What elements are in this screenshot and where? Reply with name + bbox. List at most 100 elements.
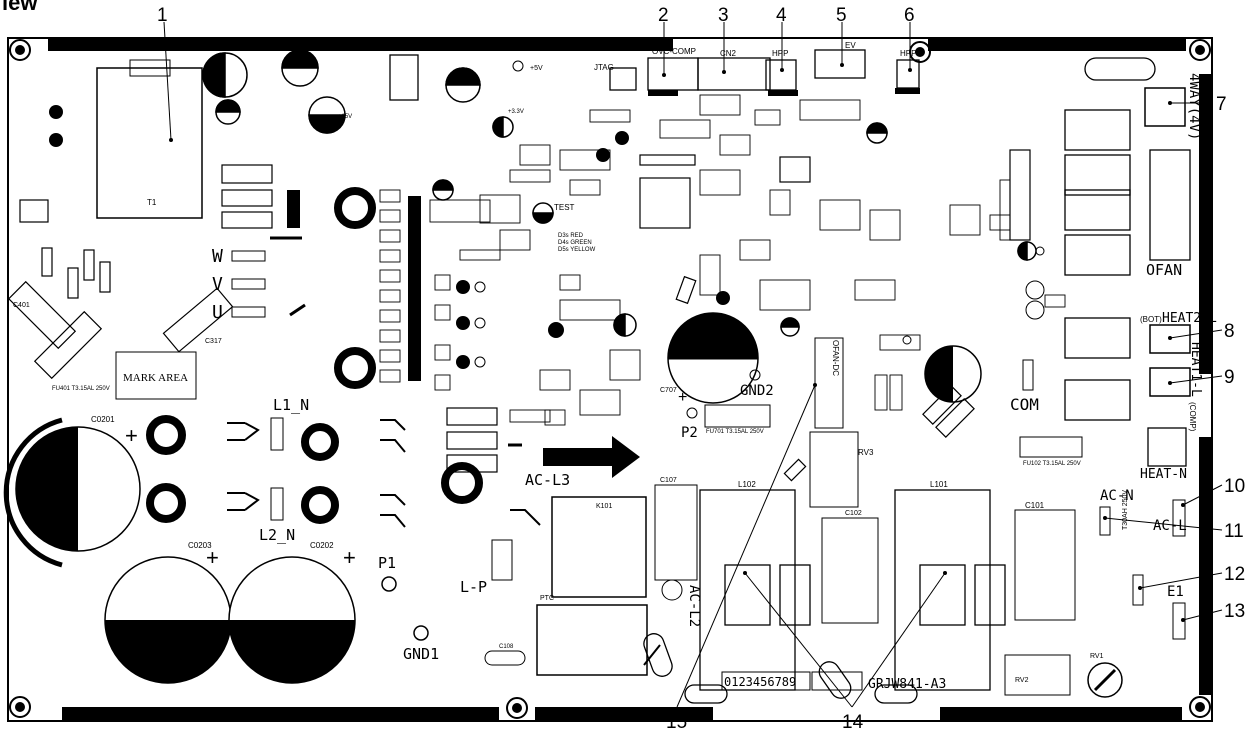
ac-l2-label: AC-L2: [686, 585, 702, 627]
bottom-bar-right: [940, 707, 1182, 720]
v-label: V: [212, 274, 223, 295]
fuse-label: T30AH 250V: [1122, 490, 1129, 530]
gnd2-label: GND2: [740, 383, 774, 399]
ovals: [643, 633, 918, 704]
callout-15: 15: [666, 712, 687, 733]
heat-n-label: HEAT-N: [1140, 467, 1187, 482]
k101-label: K101: [596, 503, 612, 510]
cap-c102: [821, 517, 879, 624]
fourway-label: 4WAY(4V): [1186, 73, 1202, 140]
left-resistors: [19, 199, 111, 299]
rv2-label: RV2: [1015, 677, 1029, 684]
c0520-cap: [924, 345, 982, 403]
l101-label: L101: [930, 480, 948, 489]
w-label: W: [212, 246, 223, 267]
plus15-label: +15V: [338, 114, 352, 120]
top-electrolytics: [202, 49, 1037, 337]
ev-label: EV: [845, 41, 856, 50]
ptc-label: PTC: [540, 595, 554, 602]
small-caps: [49, 105, 730, 369]
ofan-label: OFAN: [1146, 261, 1182, 279]
e1-label: E1: [1167, 584, 1184, 600]
ovc-comp-label: OVC-COMP: [652, 47, 696, 56]
callout-leaders: [163, 21, 1223, 708]
c0202-cap: [228, 556, 356, 684]
cn2-label: CN2: [720, 49, 737, 58]
rv1-varistor: [1087, 662, 1123, 698]
fu701-label: FU701 T3.15AL 250V: [706, 429, 764, 435]
c101-label: C101: [1025, 501, 1045, 510]
small-rings: [474, 60, 1045, 368]
plus-sign-1: +: [125, 423, 138, 448]
svg-text:+: +: [343, 545, 356, 570]
callout-14: 14: [842, 712, 864, 733]
l1n-label: L1_N: [273, 396, 309, 414]
callout-12: 12: [1224, 564, 1245, 585]
gnd1-label: GND1: [403, 645, 439, 663]
svg-text:+: +: [678, 389, 687, 406]
fu401-label: FU401 T3.15AL 250V: [52, 386, 110, 392]
fu102-label: FU102 T3.15AL 250V: [1023, 461, 1081, 467]
c317-label: C317: [205, 338, 222, 345]
wvu-pads: W V U: [212, 246, 266, 323]
mark-area-box: [115, 351, 197, 400]
direction-arrow: [543, 436, 640, 478]
led-legend-yellow: D5s YELLOW: [558, 247, 596, 253]
c707-cap: [667, 312, 759, 404]
callout-10: 10: [1224, 476, 1245, 497]
callout-4: 4: [776, 5, 787, 26]
callout-3: 3: [718, 5, 729, 26]
l-p-label: L-P: [460, 578, 487, 596]
led-legend-green: D4s GREEN: [558, 240, 592, 246]
rectifier-leads: [227, 419, 406, 528]
right-bar-bottom: [1199, 437, 1212, 695]
c0201-label: C0201: [91, 415, 115, 424]
callout-8: 8: [1224, 321, 1235, 342]
ac-l3-label: AC-L3: [525, 471, 570, 489]
heat2-label: HEAT2-L: [1162, 311, 1217, 326]
c0203-cap: [104, 556, 232, 684]
jtag-label: JTAG: [594, 63, 614, 72]
callout-5: 5: [836, 5, 847, 26]
u-label: U: [212, 302, 223, 323]
mark-area-label: MARK AREA: [123, 372, 188, 384]
l2n-label: L2_N: [259, 526, 295, 544]
rs-packs: [221, 164, 273, 229]
hpp-label: HPP: [772, 49, 788, 58]
led-legend-red: D3s RED: [558, 233, 584, 239]
cap-c101: [1014, 509, 1076, 621]
c0203-label: C0203: [188, 541, 212, 550]
rs-mid: [446, 407, 498, 473]
ac-n-label: AC-N: [1100, 488, 1134, 504]
ring-pads: [146, 187, 483, 524]
rv3-label: RV3: [858, 448, 874, 457]
hpp1-label: HPP1: [900, 49, 921, 58]
ofan-dc-label: OFAN-DC: [831, 340, 840, 376]
callout-1: 1: [157, 5, 168, 26]
t1-label: T1: [147, 198, 157, 207]
c0201-cap: [3, 417, 141, 568]
c0202-label: C0202: [310, 541, 334, 550]
right-bar-top: [1199, 74, 1212, 374]
heat1-connector: [1149, 367, 1191, 397]
comp-label: (COMP): [1188, 402, 1197, 432]
transformer-t1: [96, 67, 203, 219]
page-heading: iew: [2, 0, 38, 15]
c401-label: C401: [13, 302, 30, 309]
p1-label: P1: [378, 554, 396, 572]
callout-13: 13: [1224, 601, 1245, 622]
bot-label: (BOT): [1140, 315, 1162, 324]
callout-11: 11: [1224, 521, 1244, 542]
plus33-label: +3.3V: [508, 109, 524, 115]
com-label: COM: [1010, 395, 1039, 414]
leader-dots: [169, 63, 1185, 622]
callout-numbers: 1 2 3 4 5 6 7 8 9 10 11 12 13 14 15: [157, 5, 1245, 733]
rv3-varistor: [809, 431, 859, 508]
callout-2: 2: [658, 5, 669, 26]
snubber-rotated: [7, 280, 234, 380]
heat2-connector: [1149, 324, 1191, 354]
heat1-label: HEAT1-L: [1188, 342, 1203, 397]
choke-l102: [699, 489, 811, 691]
callout-9: 9: [1224, 367, 1235, 388]
choke-l101: [894, 489, 1006, 691]
